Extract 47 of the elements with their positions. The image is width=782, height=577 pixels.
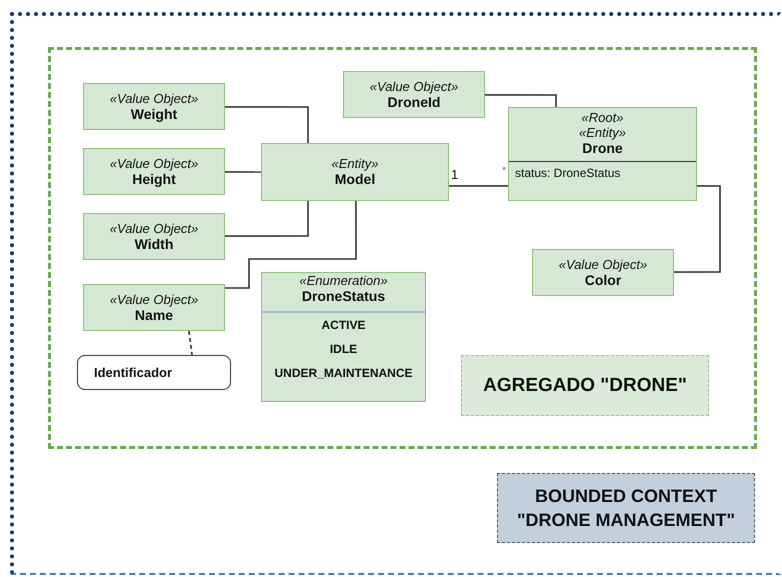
class-name: Name: [134, 306, 174, 324]
stereotype-label: «Value Object»: [558, 256, 648, 272]
association-line: [449, 185, 508, 187]
multiplicity-label: *: [502, 165, 506, 177]
stereotype-label: «Entity»: [330, 156, 380, 171]
stereotype-label: «Enumeration»: [298, 273, 389, 288]
enum-literal: IDLE: [328, 341, 358, 358]
class-name: Height: [131, 170, 176, 188]
association-line: [225, 201, 357, 289]
enum-literal: ACTIVE: [262, 311, 425, 337]
stereotype-label: «Value Object»: [108, 156, 200, 170]
class-box: [83, 83, 225, 130]
association-line: [225, 171, 261, 173]
class-box: [343, 71, 485, 118]
class-box: [532, 249, 674, 296]
association-line: [485, 94, 557, 107]
enum-literal: UNDER_MAINTENANCE: [273, 365, 414, 382]
bounded-context-label-box: BOUNDED CONTEXT "DRONE MANAGEMENT": [497, 473, 755, 543]
class-box: [261, 143, 449, 201]
note-box: Identificador: [77, 355, 231, 390]
class-name: DroneStatus: [300, 288, 386, 305]
class-name: Color: [584, 272, 622, 288]
class-name: Model: [334, 171, 376, 188]
dashed-connector: [188, 330, 193, 356]
class-box: [508, 107, 697, 201]
association-line: [225, 201, 309, 237]
multiplicity-label: 1: [451, 167, 458, 182]
stereotype-label: «Value Object»: [368, 78, 460, 94]
association-line: [674, 185, 721, 273]
class-box: [83, 284, 225, 331]
class-name: Drone: [581, 140, 624, 158]
class-name: Width: [134, 236, 174, 252]
class-box: [83, 213, 225, 260]
stereotype-label: «Value Object»: [108, 220, 200, 236]
class-name: Weight: [130, 106, 178, 122]
stereotype-label: «Entity»: [578, 125, 627, 140]
attribute-text: status: DroneStatus: [509, 161, 696, 200]
aggregate-frame: [48, 47, 757, 449]
aggregate-label-box: AGREGADO "DRONE": [461, 355, 709, 416]
stereotype-label: «Value Object»: [108, 292, 200, 306]
enumeration-class-box: [261, 272, 426, 402]
class-box: [83, 148, 225, 195]
stereotype-label: «Value Object»: [108, 90, 200, 106]
association-line: [225, 106, 309, 143]
stereotype-label: «Root»: [580, 110, 624, 125]
class-name: DroneId: [386, 94, 440, 110]
bounded-context-frame: [10, 12, 782, 575]
